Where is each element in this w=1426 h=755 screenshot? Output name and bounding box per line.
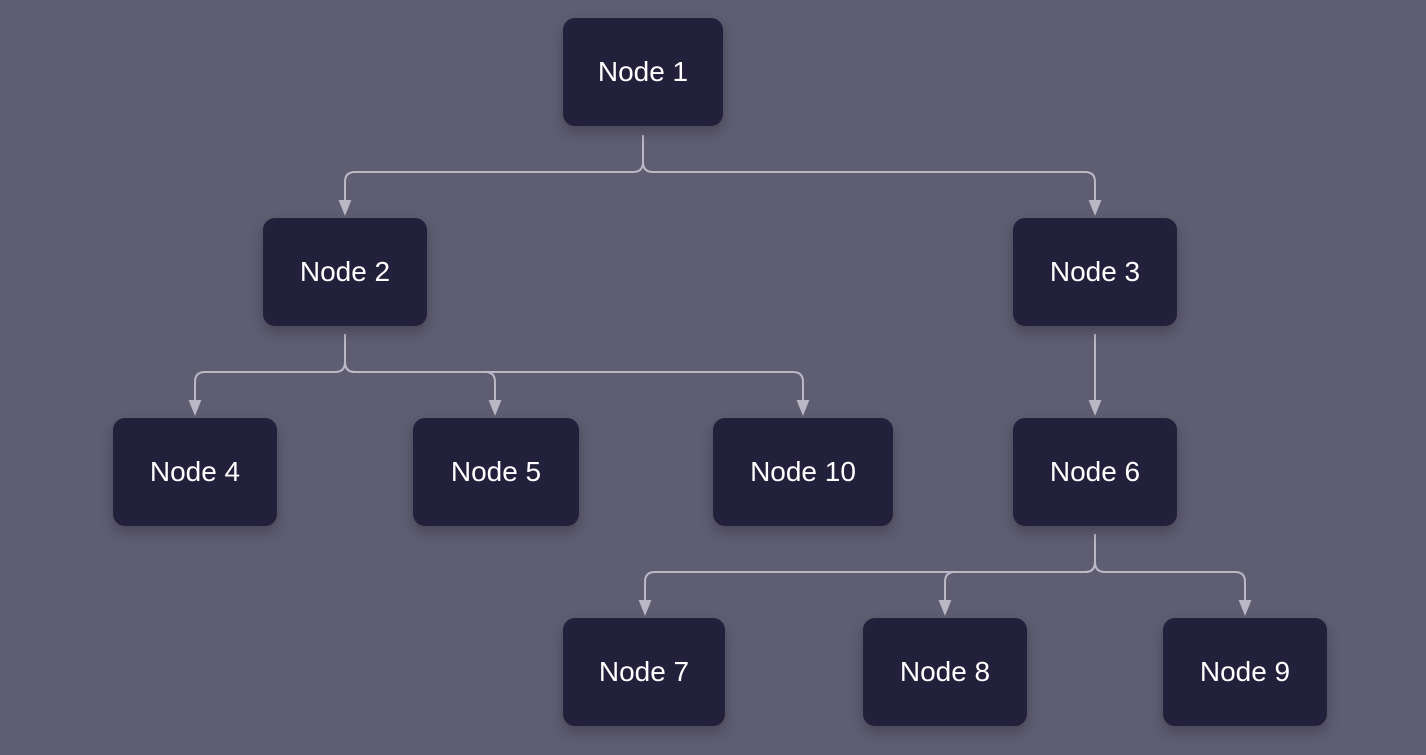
edge-node2-node10 xyxy=(344,334,810,416)
node-2[interactable]: Node 2 xyxy=(263,218,427,326)
node-8[interactable]: Node 8 xyxy=(863,618,1027,726)
node-7[interactable]: Node 7 xyxy=(563,618,725,726)
edge-node2-node4 xyxy=(188,334,346,416)
edge-node6-node9 xyxy=(1094,534,1252,616)
edge-node6-node8 xyxy=(938,534,1096,616)
node-10[interactable]: Node 10 xyxy=(713,418,893,526)
node-3[interactable]: Node 3 xyxy=(1013,218,1177,326)
node-4[interactable]: Node 4 xyxy=(113,418,277,526)
node-5[interactable]: Node 5 xyxy=(413,418,579,526)
edge-node1-node3 xyxy=(642,135,1102,216)
edge-node1-node2 xyxy=(338,135,644,216)
node-6[interactable]: Node 6 xyxy=(1013,418,1177,526)
node-1[interactable]: Node 1 xyxy=(563,18,723,126)
node-9[interactable]: Node 9 xyxy=(1163,618,1327,726)
